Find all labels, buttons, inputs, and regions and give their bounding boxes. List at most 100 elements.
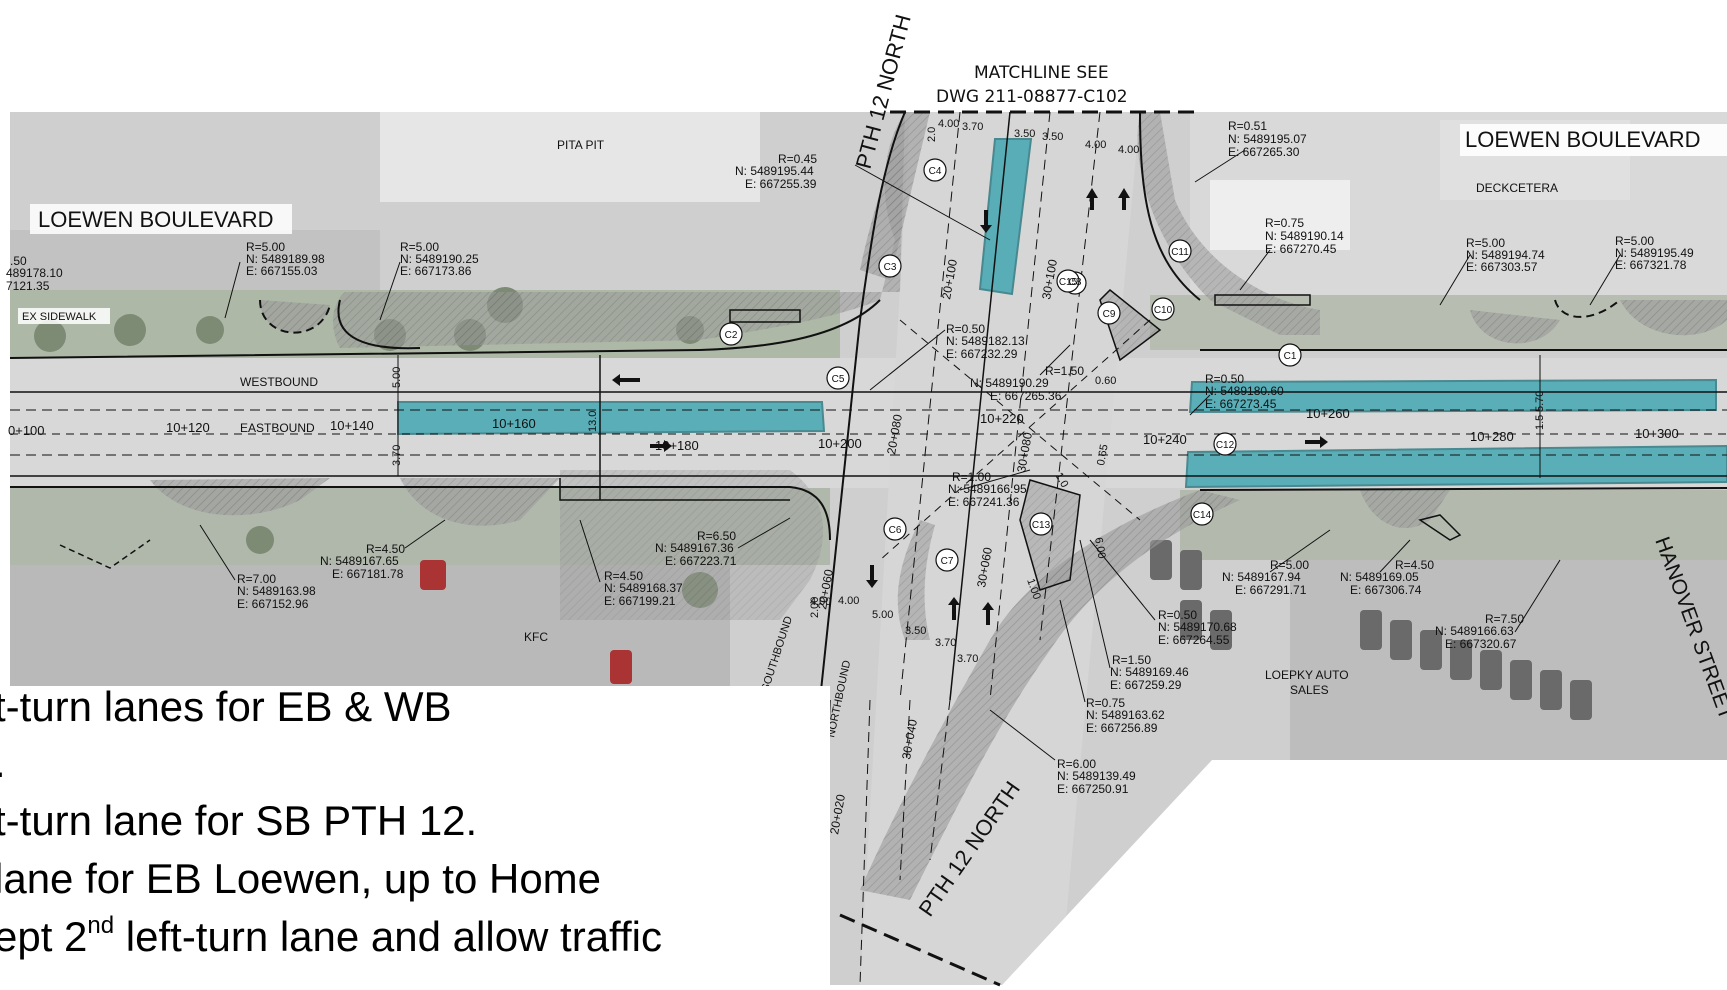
callout-easting: 7121.35 (6, 279, 50, 293)
linework (9, 110, 1727, 987)
callout-radius: R=4.50 (1395, 558, 1434, 572)
curve-c3: C3 (884, 262, 897, 273)
callout-easting: E: 667264.55 (1158, 633, 1230, 647)
callout: R=5.00 N: 5489167.94 E: 667291.71 (1222, 558, 1309, 597)
callout-easting: E: 667256.89 (1086, 721, 1158, 735)
curve-c14: C14 (1193, 510, 1212, 521)
curve-c12: C12 (1216, 440, 1235, 451)
dim-label: 5.00 (872, 609, 893, 621)
callout-radius: R=0.50 (1158, 608, 1197, 622)
callout: R=1.50 N: 5489169.46 E: 667259.29 (1110, 653, 1189, 692)
callout: R=7.00 N: 5489163.98 E: 667152.96 (237, 572, 316, 611)
dim-label: 4.00 (1118, 144, 1139, 156)
callout-easting: E: 667265.36 (990, 389, 1062, 403)
coordinate-callouts: R=0.45 N: 5489195.44 E: 667255.39 R=0.51… (6, 119, 1694, 796)
note-line-1: t-turn lanes for EB & WB (0, 683, 452, 730)
westbound-label: WESTBOUND (240, 375, 318, 389)
street-loewen-east: LOEWEN BOULEVARD (1465, 127, 1701, 152)
callout-northing: N: 5489166.63 (1435, 624, 1514, 638)
callout: R=1.00 N: 5489166.95 E: 667241.36 (948, 470, 1027, 509)
note-line-5-sup: nd (87, 912, 115, 939)
station-label: 10+220 (980, 411, 1024, 426)
callout-northing: 489178.10 (6, 266, 63, 280)
callout-radius: R=1.00 (952, 470, 991, 484)
callout: R=7.50 N: 5489166.63 E: 667320.67 (1435, 612, 1524, 651)
callout-radius: R=5.00 (246, 240, 285, 254)
curve-markers (719, 158, 1302, 572)
callout-northing: N: 5489189.98 (246, 252, 325, 266)
callout: R=0.50 N: 5489180.60 E: 667273.45 (1205, 372, 1284, 411)
stations: 0+100 10+120 10+140 10+160 10+180 10+200… (8, 258, 1679, 836)
note-line-5-b: left-turn lane and allow traffic (114, 913, 662, 960)
deckcetera-label: DECKCETERA (1476, 181, 1558, 195)
callout-radius: R=7.50 (1485, 612, 1524, 626)
vstation-label: 20+020 (827, 793, 848, 836)
station-label: 0+100 (8, 423, 45, 438)
curve-c2: C2 (725, 330, 738, 341)
callout-radius: R=4.50 (366, 542, 405, 556)
callout-northing: N: 5489163.62 (1086, 708, 1165, 722)
curve-c1: C1 (1284, 351, 1297, 362)
callout-radius: R=6.00 (1057, 757, 1096, 771)
station-label: 10+300 (1635, 426, 1679, 441)
dim-label: 5.70 (1534, 391, 1546, 412)
lane-arrows (612, 188, 1328, 625)
callout-northing: N: 5489168.37 (604, 581, 683, 595)
ex-sidewalk-label: EX SIDEWALK (22, 311, 97, 323)
callout: R=6.50 N: 5489167.36 E: 667223.71 (655, 529, 737, 568)
callout: R=5.00 N: 5489194.74 E: 667303.57 (1466, 236, 1545, 274)
callout-radius: R=0.45 (778, 152, 817, 166)
callout-radius: R=1.50 (1112, 653, 1151, 667)
callout-northing: N: 5489180.60 (1205, 384, 1284, 398)
vstation-label: 20+060 (815, 568, 836, 611)
callout-radius: R=7.00 (237, 572, 276, 586)
matchline-label-1: MATCHLINE SEE (974, 63, 1109, 83)
callout-radius: R=0.75 (1265, 216, 1304, 230)
callout-easting: E: 667265.30 (1228, 145, 1300, 159)
callout-radius: R=1.50 (1045, 364, 1084, 378)
callout: R=1.50 N: 5489190.29 E: 667265.36 (970, 364, 1084, 403)
callout: R=5.00 N: 5489189.98 E: 667155.03 (246, 240, 325, 278)
callout-easting: E: 667232.29 (946, 347, 1018, 361)
dim-label: 3.50 (1042, 131, 1063, 143)
dim-label: 5.00 (391, 367, 403, 388)
station-label: 10+280 (1470, 429, 1514, 444)
callout: R=5.00 N: 5489195.49 E: 667321.78 (1615, 234, 1694, 272)
hatched-islands (150, 112, 1727, 900)
callout-easting: E: 667173.86 (400, 264, 472, 278)
dim-label: 3.70 (391, 445, 403, 466)
curve-c5: C5 (832, 374, 845, 385)
callout-easting: E: 667155.03 (246, 264, 318, 278)
callout-northing: N: 5489190.25 (400, 252, 479, 266)
callout: R=4.50 N: 5489168.37 E: 667199.21 (604, 569, 683, 608)
callout-easting: E: 667223.71 (665, 554, 737, 568)
callout-easting: E: 667270.45 (1265, 242, 1337, 256)
callout-northing: N: 5489169.05 (1340, 570, 1419, 584)
callout-northing: N: 5489167.65 (320, 554, 399, 568)
vstation-label: 30+040 (899, 718, 920, 761)
callout: R=4.50 N: 5489169.05 E: 667306.74 (1340, 558, 1434, 597)
loepky-label-1: LOEPKY AUTO (1265, 668, 1349, 682)
note-line-5: ept 2nd left-turn lane and allow traffic (0, 913, 662, 960)
callout-easting: E: 667291.71 (1235, 583, 1307, 597)
callout-partial: .50 489178.10 7121.35 (6, 254, 63, 293)
notes-panel: t-turn lanes for EB & WB . t-turn lane f… (0, 686, 830, 990)
callout-radius: R=5.00 (400, 240, 439, 254)
callout-easting: E: 667181.78 (332, 567, 404, 581)
callout-radius: R=0.75 (1086, 696, 1125, 710)
station-label: 10+200 (818, 436, 862, 451)
dim-label: 0.65 (1095, 443, 1111, 466)
curve-c8: C8 (1069, 277, 1082, 288)
dim-label: 3.70 (957, 653, 978, 665)
kfc-label: KFC (524, 630, 548, 644)
callout-northing: N: 5489166.95 (948, 482, 1027, 496)
callout-northing: N: 5489139.49 (1057, 769, 1136, 783)
loepky-label-2: SALES (1290, 683, 1329, 697)
note-line-2: . (0, 742, 6, 784)
dim-label: 13.0 (587, 411, 599, 432)
dim-label: 3.50 (905, 625, 926, 637)
curve-c7: C7 (941, 556, 954, 567)
callout: R=0.75 N: 5489163.62 E: 667256.89 (1086, 696, 1165, 735)
pita-pit-label: PITA PIT (557, 138, 605, 152)
station-label: 10+240 (1143, 432, 1187, 447)
